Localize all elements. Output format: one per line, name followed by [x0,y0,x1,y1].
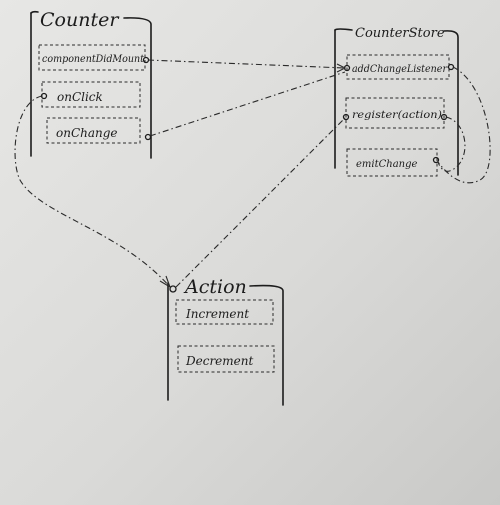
counter-item-componentDidMount: componentDidMount [42,54,145,65]
counterstore-port-register-in [342,113,350,121]
action-item-decrement: Decrement [185,354,253,368]
counter-port-componentDidMount [142,56,150,64]
counterstore-item-addChangeListener: addChangeListener [352,64,448,75]
connector-onClick-to-action [14,95,171,288]
counter-item-box-onChange [46,117,141,144]
action-port-in [169,285,177,293]
arrowhead-action [159,275,172,289]
connector-addChangeListener-to-onChange [149,71,346,137]
counter-title: Counter [40,9,120,31]
counterstore-item-box-addChangeListener [346,54,450,80]
counterstore-item-box-emitChange [346,148,438,177]
counter-port-onChange [144,133,152,141]
action-item-box-decrement [177,345,275,373]
counterstore-item-emitChange: emitChange [356,159,418,170]
counterstore-top-left [334,28,353,31]
connector-register-to-emitChange [437,116,466,172]
connector-addChangeListener-to-emitChange [437,66,491,184]
arrowhead-addChangeListener [336,63,347,73]
counter-top-left [30,10,39,14]
connectors [14,59,491,289]
counter-item-onChange: onChange [56,126,118,140]
action-component: Action Increment Decrement [167,276,284,406]
counterstore-port-emitChange [432,156,440,164]
action-title: Action [183,276,247,298]
counterstore-port-addChangeListener-out [447,63,455,71]
counterstore-right-border [443,30,459,176]
counterstore-title: CounterStore [355,26,445,41]
counter-right-border [123,17,152,159]
action-item-increment: Increment [185,307,249,321]
counter-component: Counter componentDidMount onClick onChan… [30,9,152,159]
counterstore-item-register: register(action) [352,110,442,121]
connector-componentDidMount-to-addChangeListener [147,59,346,69]
counterstore-component: CounterStore addChangeListener register(… [334,26,459,177]
action-right-border [249,284,284,406]
connector-action-to-register [175,117,346,288]
counterstore-item-box-register [345,97,445,129]
counter-item-onClick: onClick [57,90,103,104]
